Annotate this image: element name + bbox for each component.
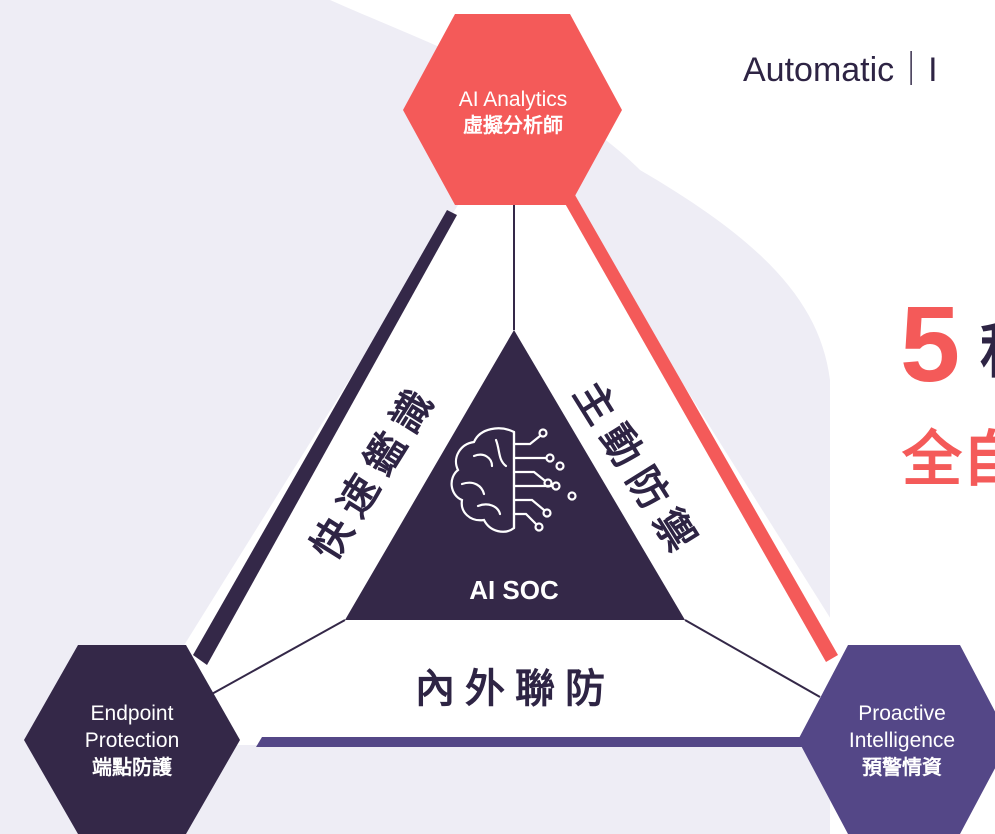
brain-circuit-icon <box>450 427 577 533</box>
right-node-en-2: Intelligence <box>848 729 956 753</box>
left-node-en-1: Endpoint <box>90 702 174 725</box>
connector-left <box>209 619 346 696</box>
top-node-en: AI Analytics <box>458 88 568 111</box>
center-label: AI SOC <box>469 575 559 605</box>
right-edge-bar <box>563 195 838 662</box>
big-number-tail: 種 <box>980 322 995 382</box>
edge-label-bottom: 內外聯防 <box>415 667 615 711</box>
top-node-zh: 虛擬分析師 <box>463 115 563 138</box>
left-node-text: Endpoint Protection 端點防護 <box>42 700 222 781</box>
hexagon-left <box>24 645 240 834</box>
right-node-zh: 預警情資 <box>862 756 942 779</box>
left-node-en-2: Protection <box>84 729 180 753</box>
left-node-zh: 端點防護 <box>92 756 172 779</box>
big-number: 5 <box>900 283 961 404</box>
right-node-en-1: Proactive <box>858 702 946 725</box>
subheading: 全自 <box>902 426 995 493</box>
left-edge-bar <box>193 210 457 665</box>
hexagon-right <box>798 645 995 834</box>
top-node-text: AI Analytics 虛擬分析師 <box>413 86 613 139</box>
right-node-text: Proactive Intelligence 預警情資 <box>812 700 992 781</box>
connector-right <box>684 619 821 698</box>
hexagon-top <box>403 14 622 205</box>
tagline: Automatic｜I <box>743 51 938 89</box>
bottom-edge-bar <box>256 737 820 747</box>
